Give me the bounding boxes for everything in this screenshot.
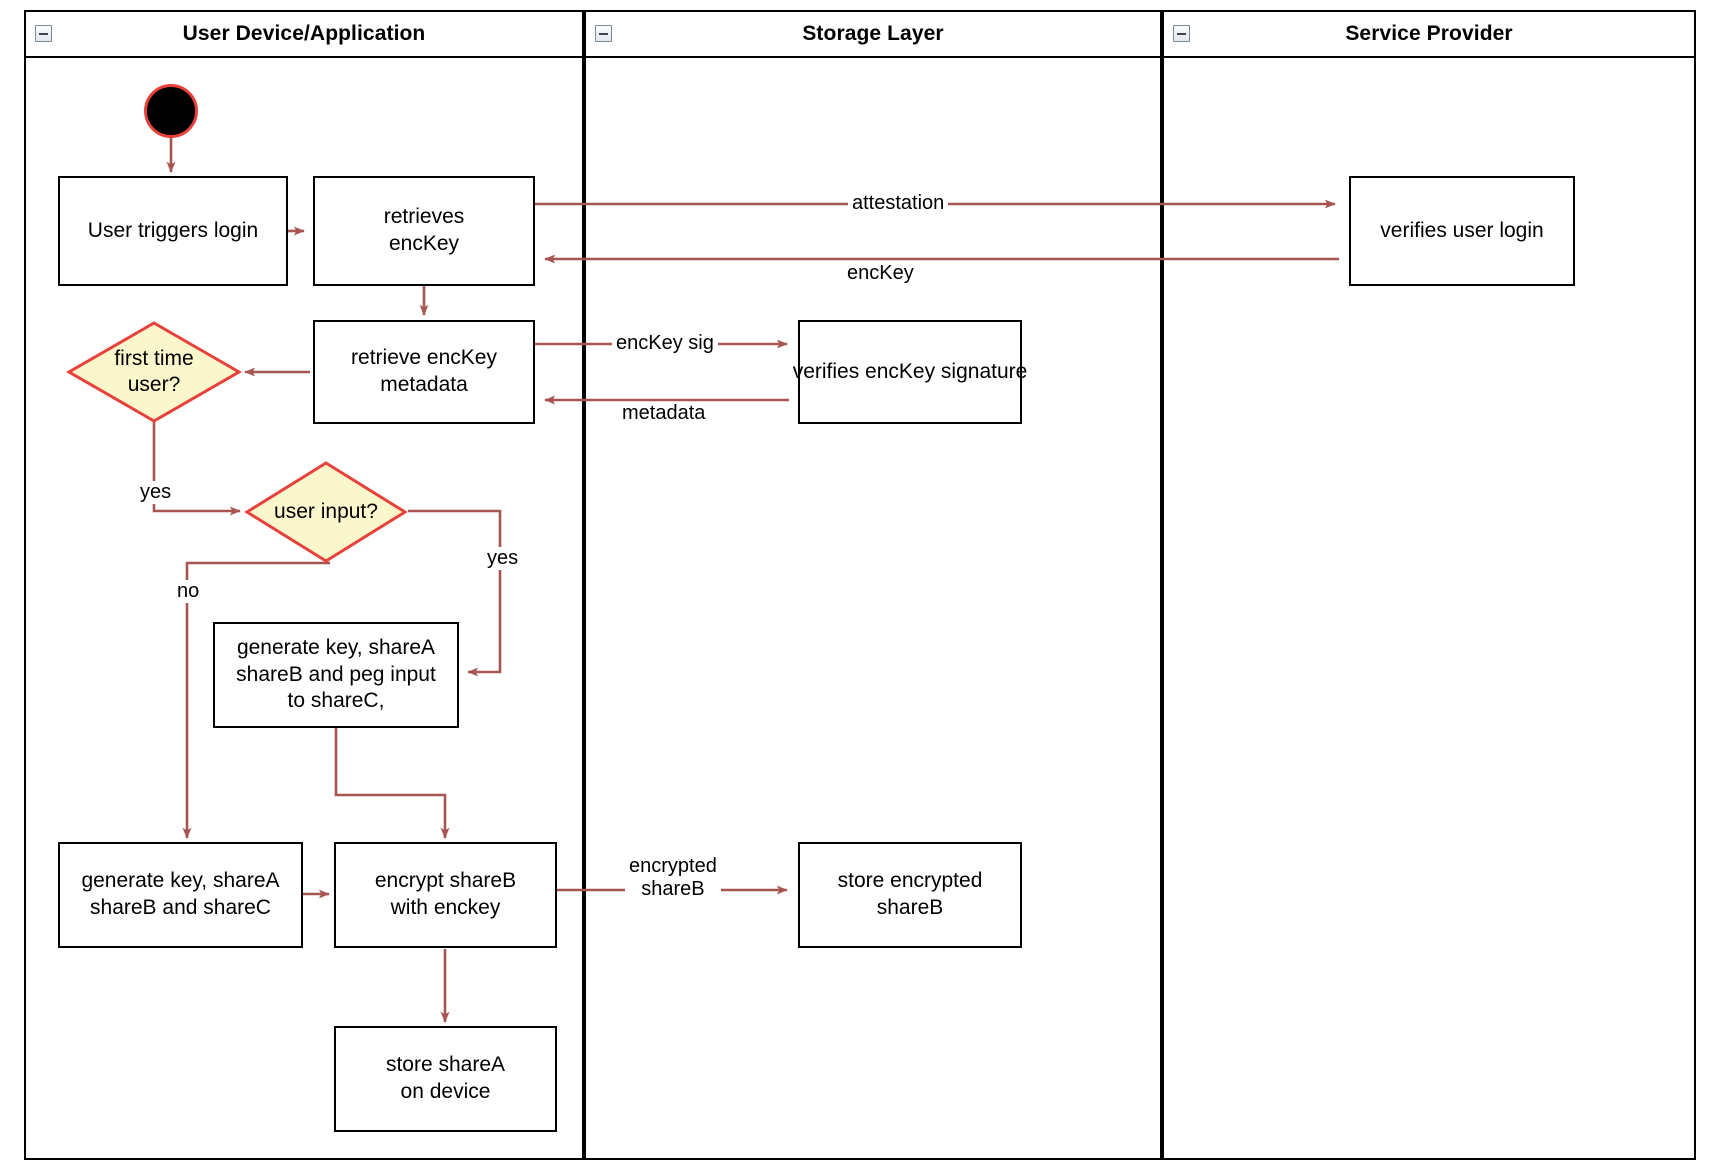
collapse-minus-icon[interactable]: [1173, 25, 1190, 42]
edge-label-metadata: metadata: [618, 402, 710, 425]
action-verifies-enckey-signature[interactable]: verifies encKey signature: [793, 320, 1027, 424]
swimlane-title-service-provider: Service Provider: [1345, 22, 1513, 45]
decision-first-time-user[interactable]: first time user?: [66, 320, 242, 424]
action-verifies-user-login[interactable]: verifies user login: [1349, 176, 1575, 286]
swimlane-header-service-provider[interactable]: Service Provider: [1164, 12, 1694, 58]
edge-label-user-input-no: no: [173, 580, 204, 603]
collapse-minus-icon[interactable]: [35, 25, 52, 42]
collapse-minus-icon[interactable]: [595, 25, 612, 42]
swimlane-storage-layer[interactable]: Storage Layer: [584, 10, 1162, 1160]
swimlane-user-device[interactable]: User Device/Application: [24, 10, 584, 1160]
edge-label-attestation: attestation: [848, 192, 949, 215]
diamond-shape: [244, 461, 408, 563]
decision-first-time-user-label: first time user?: [114, 347, 194, 396]
action-retrieve-enckey-metadata[interactable]: retrieve encKey metadata: [313, 320, 535, 424]
action-store-sharea-on-device[interactable]: store shareA on device: [334, 1026, 557, 1132]
initial-node[interactable]: [144, 84, 198, 138]
action-generate-key-shares[interactable]: generate key, shareA shareB and shareC: [58, 842, 303, 948]
action-retrieves-enckey[interactable]: retrieves encKey: [313, 176, 535, 286]
swimlane-service-provider[interactable]: Service Provider: [1162, 10, 1696, 1160]
swimlane-header-storage-layer[interactable]: Storage Layer: [586, 12, 1160, 58]
decision-user-input-label: user input?: [274, 500, 378, 524]
action-encrypt-shareb[interactable]: encrypt shareB with enckey: [334, 842, 557, 948]
swimlane-title-user-device: User Device/Application: [182, 22, 426, 45]
action-generate-key-peg[interactable]: generate key, shareA shareB and peg inpu…: [213, 622, 459, 728]
edge-label-enckey-sig: encKey sig: [612, 332, 718, 355]
swimlane-title-storage-layer: Storage Layer: [802, 22, 944, 45]
edge-label-first-time-yes: yes: [136, 481, 176, 504]
swimlane-header-user-device[interactable]: User Device/Application: [26, 12, 582, 58]
edge-label-user-input-yes: yes: [483, 547, 523, 570]
action-user-triggers-login[interactable]: User triggers login: [58, 176, 288, 286]
edge-label-encrypted-shareb: encrypted shareB: [625, 855, 721, 901]
action-store-encrypted-shareb[interactable]: store encrypted shareB: [798, 842, 1022, 948]
decision-user-input[interactable]: user input?: [244, 460, 408, 564]
edge-label-enckey: encKey: [843, 262, 918, 285]
